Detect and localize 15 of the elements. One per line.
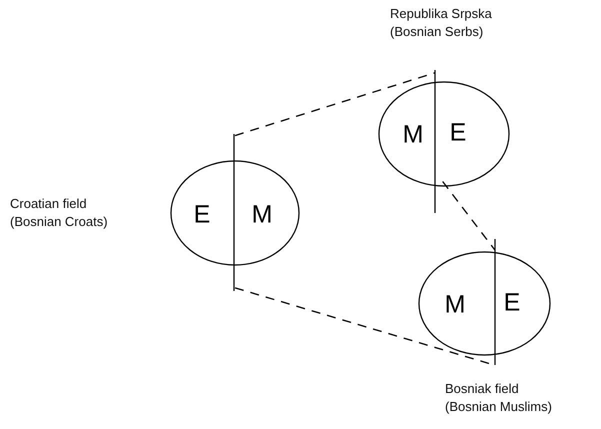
letter-label: M [444,292,466,318]
split-ellipse [378,70,510,213]
region-label: Croatian field (Bosnian Croats) [10,195,109,231]
region-label: Republika Srpska (Bosnian Serbs) [390,5,493,41]
letter-label: M [402,122,424,148]
dashed-connector [234,287,490,364]
letter-label: M [252,202,272,228]
letter-label: E [194,202,210,228]
letter-label: E [450,120,466,146]
dashed-connector [234,72,435,136]
split-ellipse [170,134,300,291]
split-ellipse [418,239,551,365]
letter-label: E [504,290,520,316]
dashed-connector [442,181,496,251]
region-label: Bosniak field (Bosnian Muslims) [445,380,553,416]
